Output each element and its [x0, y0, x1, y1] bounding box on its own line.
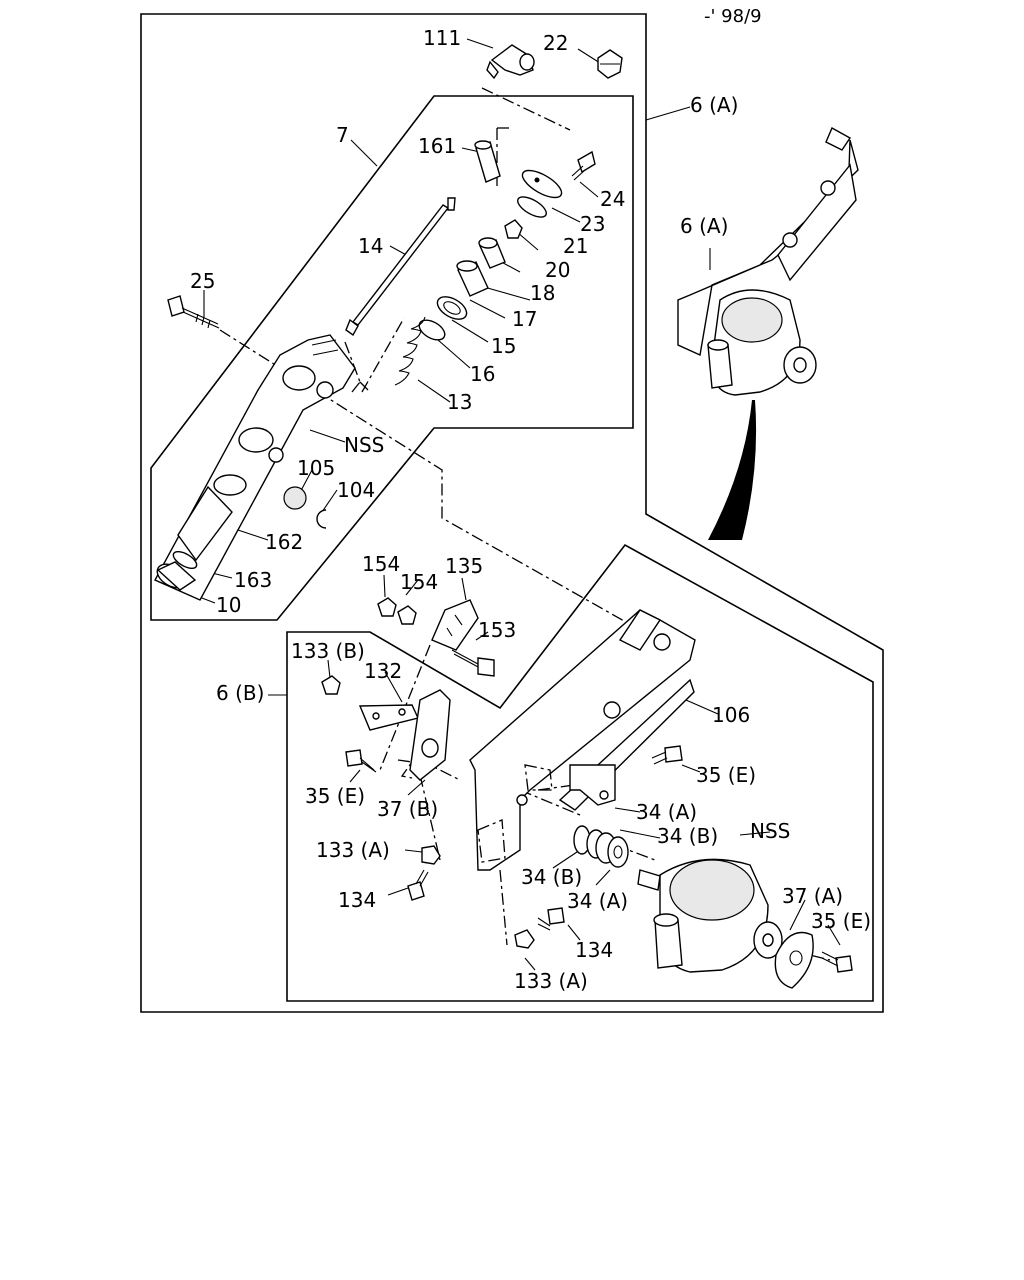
part-23-flange — [521, 169, 563, 199]
part-6a-assembled-view — [677, 127, 859, 396]
label-37b: 37 (B) — [377, 797, 438, 821]
part-14-push-rod — [345, 197, 456, 337]
inset-frame-6b — [286, 543, 874, 1002]
part-20-nut — [504, 219, 523, 239]
label-23: 23 — [580, 212, 605, 236]
part-106-support-bracket — [469, 609, 696, 871]
date-code: -' 98/9 — [704, 6, 762, 27]
label-105: 105 — [297, 456, 335, 480]
label-13: 13 — [447, 390, 472, 414]
part-25-bolt — [167, 295, 220, 329]
label-133a-left: 133 (A) — [316, 838, 390, 862]
label-14: 14 — [358, 234, 383, 258]
part-37b-gasket — [409, 689, 451, 781]
part-133a-nut-left — [421, 845, 441, 865]
label-111: 111 — [423, 26, 461, 50]
label-106: 106 — [712, 703, 750, 727]
label-34a-low: 34 (A) — [567, 889, 628, 913]
label-20: 20 — [545, 258, 570, 282]
part-161-sleeve — [474, 140, 501, 183]
label-135: 135 — [445, 554, 483, 578]
label-22: 22 — [543, 31, 568, 55]
label-104: 104 — [337, 478, 375, 502]
part-15-seal — [436, 296, 468, 320]
inset-frame-7 — [150, 95, 634, 621]
label-35e-right: 35 (E) — [696, 763, 756, 787]
part-111-elbow-fitting — [486, 44, 535, 80]
part-105-ball — [283, 486, 307, 510]
label-37a: 37 (A) — [782, 884, 843, 908]
part-35e-bolt-left — [345, 749, 377, 773]
part-7-master-cylinder — [154, 334, 356, 601]
label-nss-bottom: NSS — [750, 819, 790, 843]
label-35e-left: 35 (E) — [305, 784, 365, 808]
part-134-bolt-right — [537, 907, 565, 931]
part-22-connector — [597, 49, 623, 79]
label-25: 25 — [190, 269, 215, 293]
label-34b-top: 34 (B) — [657, 824, 718, 848]
label-132: 132 — [364, 659, 402, 683]
part-18-cup — [478, 237, 506, 269]
label-10: 10 — [216, 593, 241, 617]
part-34-washers — [573, 825, 629, 868]
label-153: 153 — [478, 618, 516, 642]
label-21: 21 — [563, 234, 588, 258]
label-35e-low: 35 (E) — [811, 909, 871, 933]
label-134-left: 134 — [338, 888, 376, 912]
leader-lines — [167, 38, 841, 971]
label-18: 18 — [530, 281, 555, 305]
part-35e-bolt-low — [821, 951, 853, 973]
part-10-boot — [156, 561, 197, 591]
label-154a: 154 — [362, 552, 400, 576]
label-134-right: 134 — [575, 938, 613, 962]
label-16: 16 — [470, 362, 495, 386]
label-133b: 133 (B) — [291, 639, 365, 663]
label-15: 15 — [491, 334, 516, 358]
part-163-ring — [172, 550, 198, 570]
part-133a-nut-bottom — [514, 929, 535, 949]
part-16-ring — [418, 319, 446, 341]
label-34b-low: 34 (B) — [521, 865, 582, 889]
part-104-clip — [316, 509, 327, 529]
label-7: 7 — [336, 123, 349, 147]
label-6a-top: 6 (A) — [690, 93, 738, 117]
part-17-cup — [456, 260, 489, 297]
part-13-spring — [394, 316, 426, 386]
part-153-bolt — [451, 649, 495, 677]
label-6a-inner: 6 (A) — [680, 214, 728, 238]
part-21-oring — [517, 196, 547, 218]
part-154-nuts — [377, 597, 417, 625]
label-161: 161 — [418, 134, 456, 158]
callout-arrow — [708, 400, 757, 540]
part-133b-nut — [321, 675, 341, 695]
label-154b: 154 — [400, 570, 438, 594]
label-163: 163 — [234, 568, 272, 592]
label-34a-top: 34 (A) — [636, 800, 697, 824]
part-132-plate — [358, 704, 419, 731]
outer-frame — [140, 13, 884, 1013]
part-37a-gasket — [774, 931, 814, 989]
part-135-bracket — [431, 599, 479, 651]
label-133a-bottom: 133 (A) — [514, 969, 588, 993]
part-35e-bolt-right — [651, 745, 683, 765]
part-24-screw — [571, 150, 596, 181]
label-6b: 6 (B) — [216, 681, 264, 705]
nss-housing-lower — [637, 858, 783, 973]
label-17: 17 — [512, 307, 537, 331]
part-134-bolt-left — [407, 869, 429, 901]
label-nss-top: NSS — [344, 433, 384, 457]
label-24: 24 — [600, 187, 625, 211]
label-162: 162 — [265, 530, 303, 554]
